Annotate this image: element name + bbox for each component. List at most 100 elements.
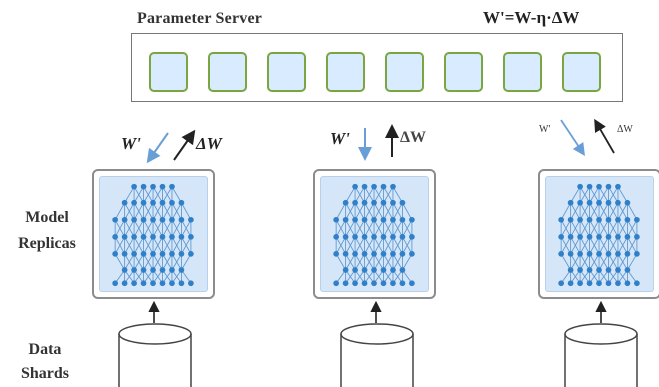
network-edge (354, 186, 365, 203)
network-edge (345, 253, 356, 271)
network-edge (627, 253, 638, 271)
network-node (586, 251, 593, 257)
network-node (140, 216, 147, 223)
network-node (150, 251, 156, 257)
network-edge (570, 253, 581, 271)
parameter-shard-cell (326, 52, 365, 92)
network-node (399, 280, 406, 287)
network-node (352, 234, 358, 240)
network-node (150, 280, 156, 287)
parameter-shard-cell (149, 52, 188, 92)
network-node (577, 199, 583, 206)
model-replica (313, 169, 436, 299)
network-edge (392, 236, 403, 255)
network-node (159, 267, 166, 273)
network-node (596, 216, 602, 223)
network-edge (181, 253, 192, 271)
network-edge (373, 253, 384, 271)
neural-network-icon (320, 176, 429, 292)
network-node (624, 199, 631, 206)
network-node (634, 216, 640, 223)
network-edge (402, 219, 413, 238)
network-edge (364, 219, 375, 238)
gradient-up-arrow (173, 129, 196, 161)
network-node (361, 234, 368, 240)
network-node (159, 234, 166, 240)
network-node (371, 267, 377, 273)
network-edge (364, 236, 375, 255)
network-node (634, 251, 640, 257)
network-node (390, 251, 396, 257)
network-node (361, 267, 368, 273)
network-node (333, 234, 339, 240)
network-edge (627, 202, 638, 221)
network-node (112, 251, 118, 257)
network-node (352, 251, 358, 257)
network-node (112, 280, 118, 287)
network-node (615, 280, 621, 287)
network-node (361, 280, 368, 287)
network-edge (124, 219, 135, 238)
parameter-shard-cell (208, 52, 247, 92)
network-edge (143, 186, 154, 203)
network-node (615, 251, 621, 257)
network-node (352, 280, 358, 287)
network-edge (114, 202, 125, 221)
network-node (371, 199, 377, 206)
network-node (605, 280, 612, 287)
network-node (390, 280, 396, 287)
network-node (169, 267, 175, 273)
network-node (352, 199, 358, 206)
network-node (371, 216, 377, 223)
network-edge (181, 236, 192, 255)
network-edge (392, 219, 403, 238)
network-node (596, 199, 602, 206)
network-edge (579, 219, 590, 238)
network-node (615, 199, 621, 206)
network-node (188, 251, 194, 257)
network-node (121, 216, 128, 223)
gradient-label: ΔW (196, 134, 222, 153)
network-node (342, 199, 349, 206)
network-edge (373, 186, 384, 203)
network-node (169, 280, 175, 287)
network-node (159, 199, 166, 206)
network-node (558, 280, 564, 287)
network-edge (152, 236, 163, 255)
network-edge (114, 219, 125, 238)
model-replica (92, 169, 215, 299)
network-edge (335, 202, 346, 221)
network-edge (589, 202, 600, 221)
model-replicas-label-line1: Model (25, 209, 69, 226)
network-node (352, 216, 358, 223)
network-node (178, 216, 185, 223)
network-node (169, 183, 175, 190)
network-edge (345, 236, 356, 255)
network-edge (598, 236, 609, 255)
network-edge (570, 186, 581, 203)
network-node (558, 251, 564, 257)
network-edge (589, 253, 600, 271)
network-node (380, 199, 387, 206)
network-node (131, 216, 137, 223)
network-edge (608, 236, 619, 255)
network-node (131, 199, 137, 206)
parameter-shard-cell (385, 52, 424, 92)
network-node (558, 234, 564, 240)
network-edge (143, 253, 154, 271)
network-node (409, 280, 415, 287)
network-edge (598, 253, 609, 271)
network-node (399, 234, 406, 240)
network-node (567, 280, 574, 287)
network-node (586, 267, 593, 273)
network-node (624, 251, 631, 257)
network-node (361, 251, 368, 257)
network-node (586, 234, 593, 240)
network-edge (364, 253, 375, 271)
network-node (140, 199, 147, 206)
network-edge (570, 236, 581, 255)
network-edge (364, 186, 375, 203)
network-edge (171, 253, 182, 271)
network-node (596, 280, 602, 287)
network-node (586, 216, 593, 223)
